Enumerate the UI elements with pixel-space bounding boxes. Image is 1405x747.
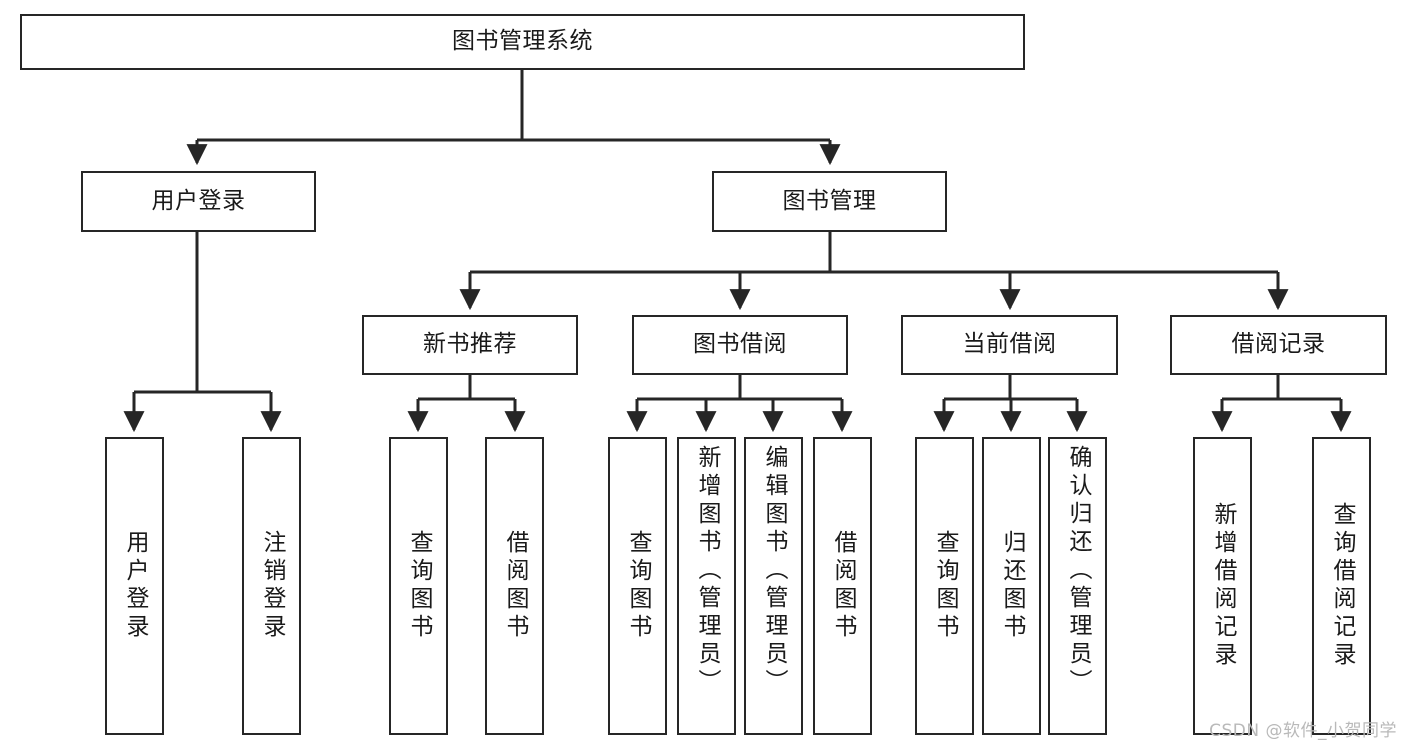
leaf-query-book-current[interactable]: 查询图书	[915, 437, 974, 735]
leaf-query-book-new[interactable]: 查询图书	[389, 437, 448, 735]
node-label: 用户登录	[151, 187, 246, 214]
leaf-query-book-borrow[interactable]: 查询图书	[608, 437, 667, 735]
node-user-login[interactable]: 用户登录	[81, 171, 316, 232]
node-label: 图书管理	[782, 187, 877, 214]
node-borrow-record[interactable]: 借阅记录	[1170, 315, 1387, 375]
leaf-add-borrow-record[interactable]: 新增借阅记录	[1193, 437, 1252, 735]
node-label: 图书借阅	[693, 331, 787, 358]
leaf-borrow-book[interactable]: 借阅图书	[813, 437, 872, 735]
node-label: 借阅图书	[502, 530, 528, 642]
node-label: 图书管理系统	[452, 28, 593, 55]
node-label: 归还图书	[999, 530, 1025, 642]
node-root-system[interactable]: 图书管理系统	[20, 14, 1025, 70]
node-label: 新增图书（管理员）	[694, 445, 720, 697]
leaf-confirm-return-admin[interactable]: 确认归还（管理员）	[1048, 437, 1107, 735]
node-label: 编辑图书（管理员）	[761, 445, 787, 697]
node-label: 用户登录	[122, 530, 148, 642]
node-label: 查询图书	[932, 530, 958, 642]
node-label: 借阅记录	[1231, 331, 1326, 358]
leaf-query-borrow-record[interactable]: 查询借阅记录	[1312, 437, 1371, 735]
node-book-management[interactable]: 图书管理	[712, 171, 947, 232]
node-label: 查询借阅记录	[1329, 502, 1355, 670]
node-new-book-recommend[interactable]: 新书推荐	[362, 315, 578, 375]
leaf-logout[interactable]: 注销登录	[242, 437, 301, 735]
node-label: 注销登录	[259, 530, 285, 642]
leaf-return-book[interactable]: 归还图书	[982, 437, 1041, 735]
node-label: 查询图书	[406, 530, 432, 642]
leaf-user-login[interactable]: 用户登录	[105, 437, 164, 735]
leaf-borrow-book-new[interactable]: 借阅图书	[485, 437, 544, 735]
node-label: 借阅图书	[830, 530, 856, 642]
node-label: 新增借阅记录	[1210, 502, 1236, 670]
node-book-borrow[interactable]: 图书借阅	[632, 315, 848, 375]
leaf-edit-book-admin[interactable]: 编辑图书（管理员）	[744, 437, 803, 735]
node-label: 确认归还（管理员）	[1065, 445, 1091, 697]
node-label: 当前借阅	[962, 331, 1057, 358]
node-label: 查询图书	[625, 530, 651, 642]
watermark-text: CSDN @软件_小贺同学	[1209, 721, 1397, 741]
node-current-borrow[interactable]: 当前借阅	[901, 315, 1118, 375]
leaf-add-book-admin[interactable]: 新增图书（管理员）	[677, 437, 736, 735]
node-label: 新书推荐	[423, 331, 517, 358]
